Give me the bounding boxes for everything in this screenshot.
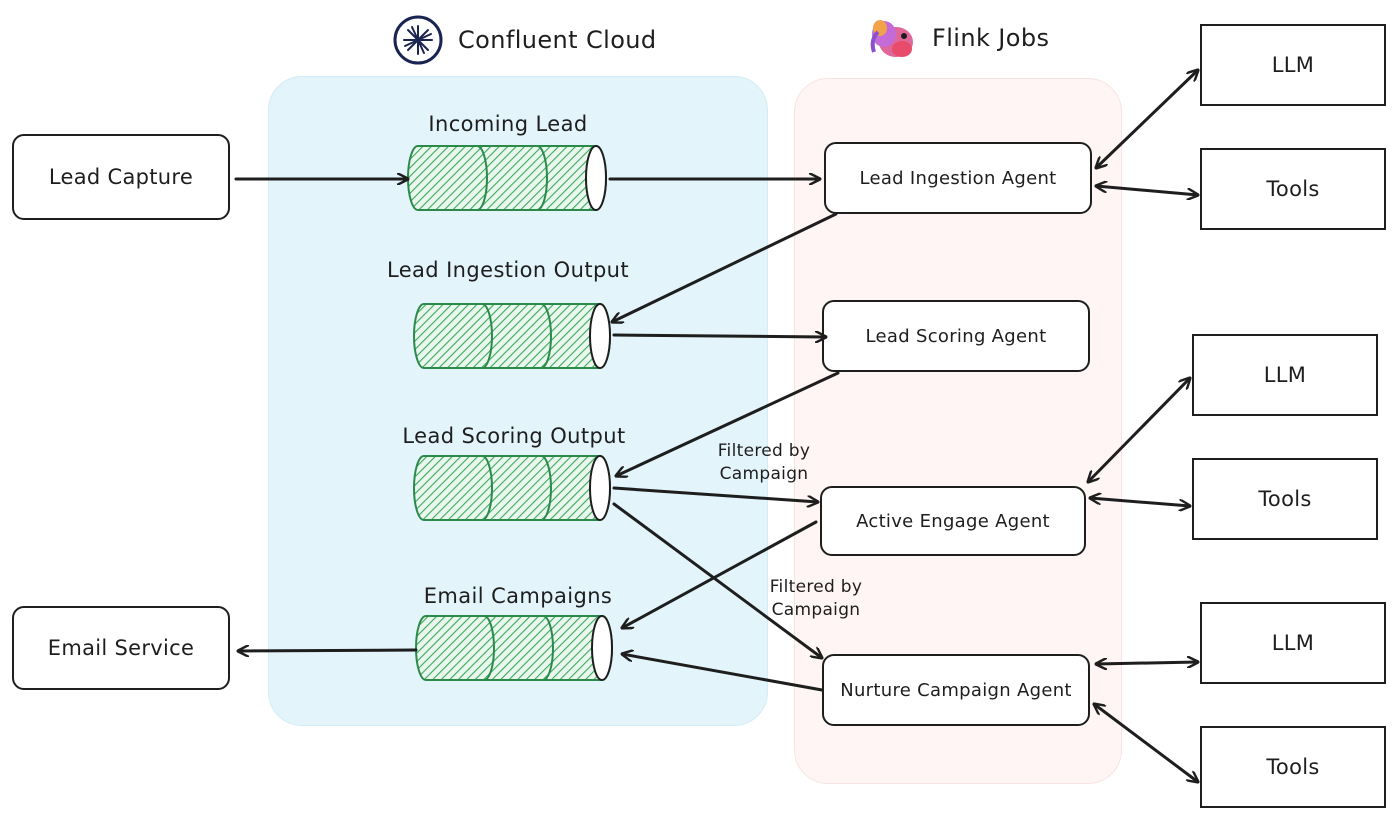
nurture-campaign-agent-box[interactable]: Nurture Campaign Agent [822,654,1090,726]
arrow-nurture-llm [1094,662,1200,664]
topic-title-lead-ingestion-output: Lead Ingestion Output [386,258,630,282]
active-engage-agent-box[interactable]: Active Engage Agent [820,486,1086,556]
arrow-engage-llm [1088,378,1190,482]
lead-ingestion-agent-label: Lead Ingestion Agent [859,167,1057,189]
arrow-ingestion-llm [1096,70,1198,168]
arrow-ingestion-agent-to-output [612,212,838,322]
email-service-label: Email Service [47,636,195,660]
lead-capture-box[interactable]: Lead Capture [12,134,230,220]
tools-box-2[interactable]: Tools [1192,458,1378,540]
topic-title-lead-scoring-output: Lead Scoring Output [402,424,626,448]
arrow-nurture-tools [1094,704,1198,782]
topic-email-campaigns[interactable] [415,615,613,681]
llm-label-1: LLM [1271,53,1315,77]
tools-box-3[interactable]: Tools [1200,726,1386,808]
tools-label-3: Tools [1266,755,1320,779]
tools-label-2: Tools [1258,487,1312,511]
flink-jobs-header: Flink Jobs [866,12,1049,64]
tools-box-1[interactable]: Tools [1200,148,1386,230]
arrow-scoring-agent-to-output [616,371,840,476]
email-service-box[interactable]: Email Service [12,606,230,690]
nurture-campaign-agent-label: Nurture Campaign Agent [840,679,1072,701]
lead-scoring-agent-box[interactable]: Lead Scoring Agent [822,300,1090,372]
arrow-engage-tools [1088,498,1192,506]
llm-box-3[interactable]: LLM [1200,602,1386,684]
arrow-ingestion-tools [1096,186,1198,195]
llm-label-2: LLM [1263,363,1307,387]
confluent-logo-icon [393,15,443,65]
lead-ingestion-agent-box[interactable]: Lead Ingestion Agent [824,142,1092,214]
topic-incoming-lead[interactable] [407,145,607,211]
topic-title-email-campaigns: Email Campaigns [423,584,613,608]
flink-squirrel-icon [870,20,913,57]
arrow-scoring-output-to-nurture [612,502,822,658]
arrow-scoring-output-to-engage [612,486,820,502]
arrow-nurture-to-campaigns [622,654,824,692]
active-engage-agent-label: Active Engage Agent [856,510,1050,532]
edge-label-engage-filter: Filtered by Campaign [717,441,811,484]
llm-label-3: LLM [1271,631,1315,655]
arrow-engage-to-campaigns [622,520,818,628]
edge-label-nurture-filter: Filtered by Campaign [769,577,863,620]
arrow-ingestion-output-to-scoring-agent [612,335,828,337]
lead-scoring-agent-label: Lead Scoring Agent [865,325,1047,347]
llm-box-2[interactable]: LLM [1192,334,1378,416]
confluent-cloud-title: Confluent Cloud [458,26,657,54]
tools-label-1: Tools [1266,177,1320,201]
flink-jobs-title: Flink Jobs [932,24,1050,52]
confluent-cloud-header: Confluent Cloud [392,14,657,66]
topic-title-incoming-lead: Incoming Lead [428,112,588,136]
topic-lead-ingestion-output[interactable] [413,303,611,369]
lead-capture-label: Lead Capture [48,165,194,189]
arrow-campaigns-to-email-service [236,650,418,651]
topic-lead-scoring-output[interactable] [413,455,611,521]
llm-box-1[interactable]: LLM [1200,24,1386,106]
